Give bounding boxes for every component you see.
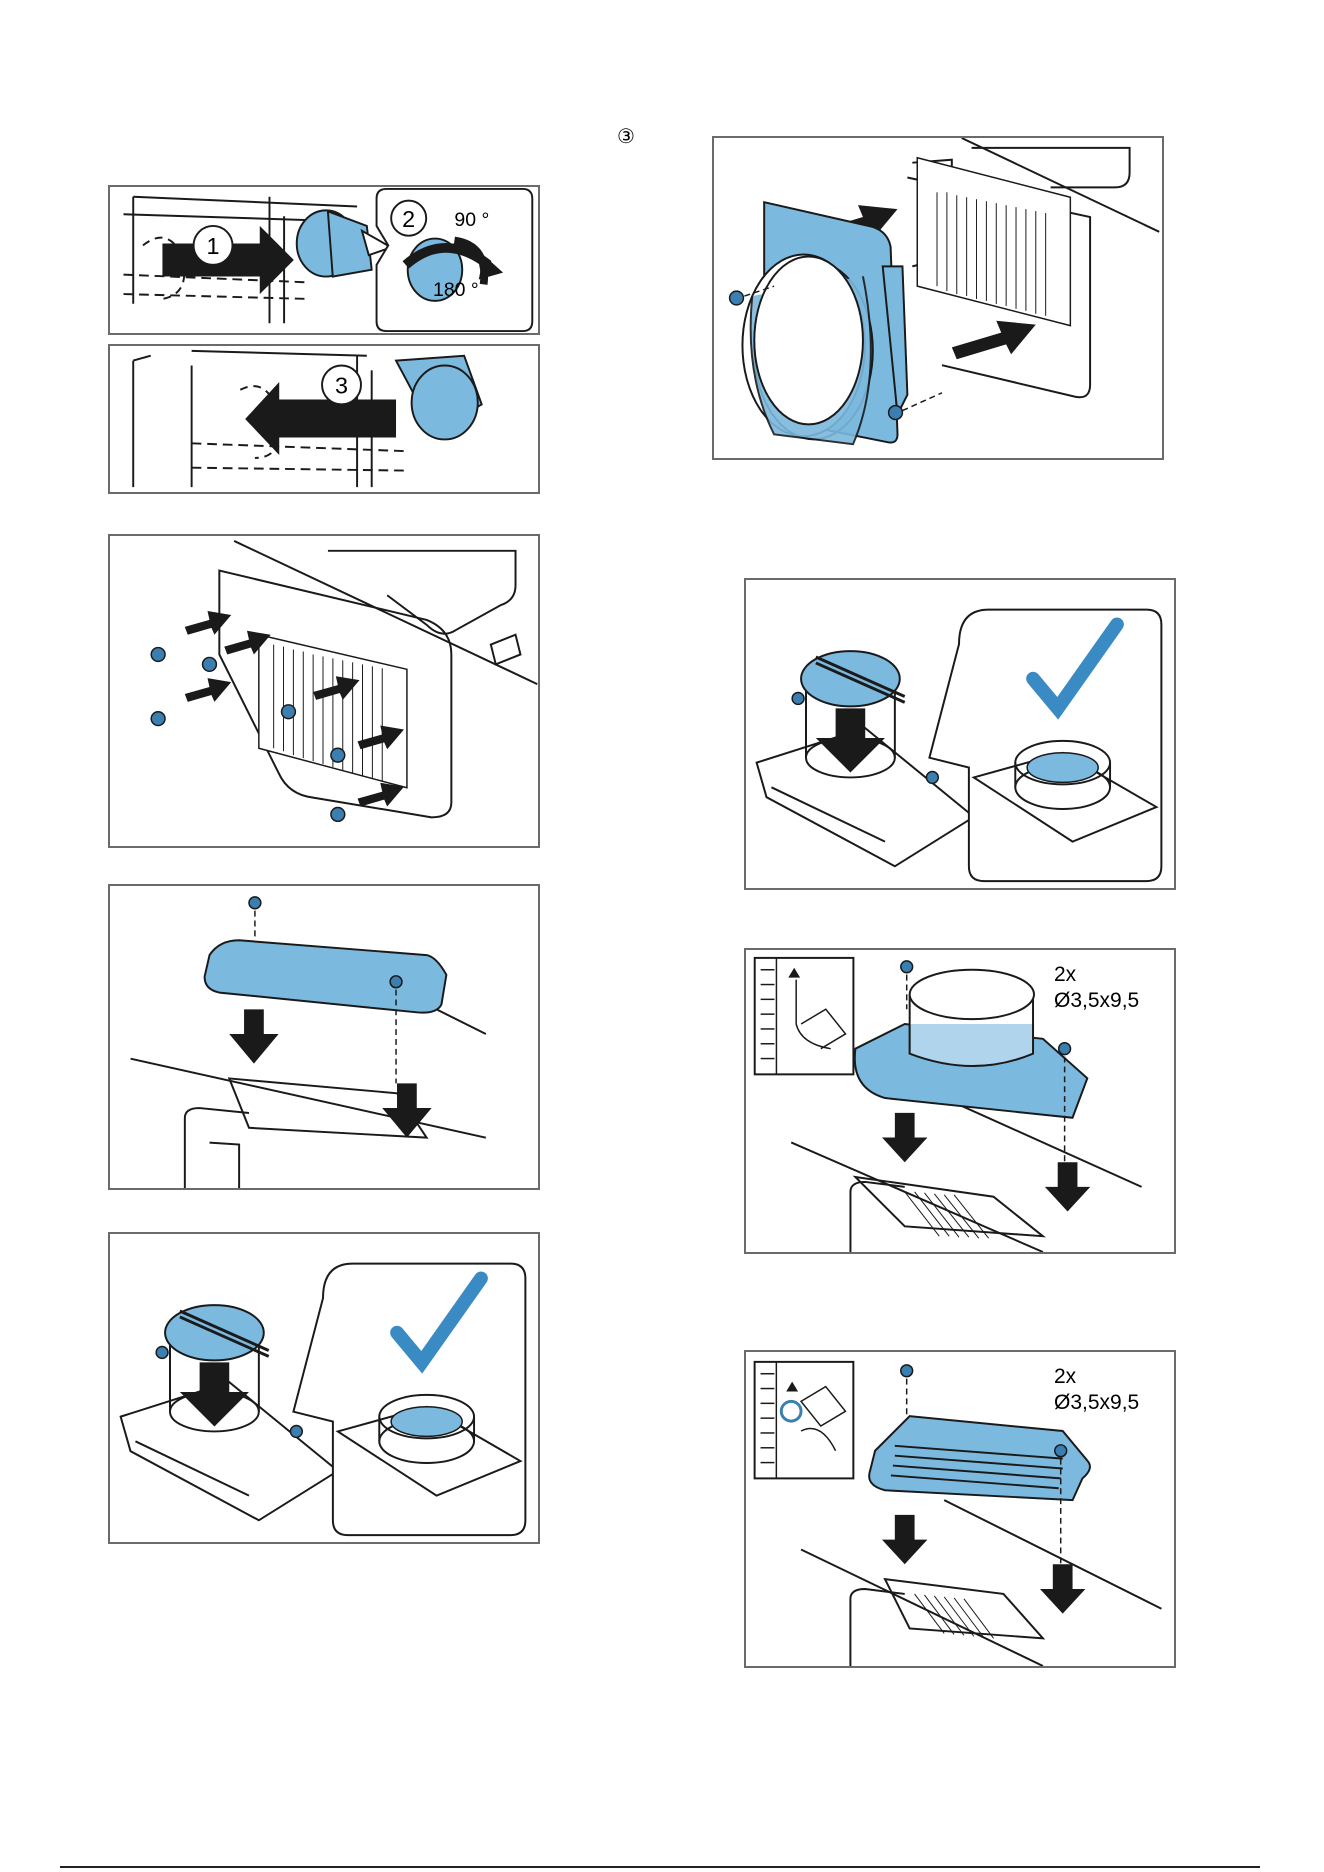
illustration-panel-cover-plate [108, 884, 540, 1190]
callout-3: 3 [335, 373, 348, 399]
illustration-panel-filter-grille: 2x Ø3,5x9,5 [744, 1350, 1176, 1668]
illustration-panel-pull-flap: 3 [108, 344, 540, 494]
callout-1: 1 [207, 233, 220, 259]
screw-qty: 2x [1054, 1364, 1139, 1390]
illustration-panel-screw-grille [108, 534, 540, 848]
screw-size: Ø3,5x9,5 [1054, 1390, 1139, 1416]
angle-90-label: 90 ° [454, 209, 489, 231]
illustration-panel-rotate-flap: 1 2 90 ° 180 ° [108, 185, 540, 335]
footer-rule [60, 1866, 1260, 1868]
screw-size: Ø3,5x9,5 [1054, 988, 1139, 1014]
screw-spec-b: 2x Ø3,5x9,5 [1054, 1364, 1139, 1416]
angle-180-label: 180 ° [433, 279, 479, 301]
illustration-panel-flap-check-left [108, 1232, 540, 1544]
illustration-panel-flap-check-right [744, 578, 1176, 890]
callout-2: 2 [402, 206, 415, 232]
screw-qty: 2x [1054, 962, 1139, 988]
screw-spec-a: 2x Ø3,5x9,5 [1054, 962, 1139, 1014]
step-marker: ③ [617, 124, 635, 148]
illustration-panel-duct-adaptor [712, 136, 1164, 460]
illustration-panel-spigot: 2x Ø3,5x9,5 [744, 948, 1176, 1254]
